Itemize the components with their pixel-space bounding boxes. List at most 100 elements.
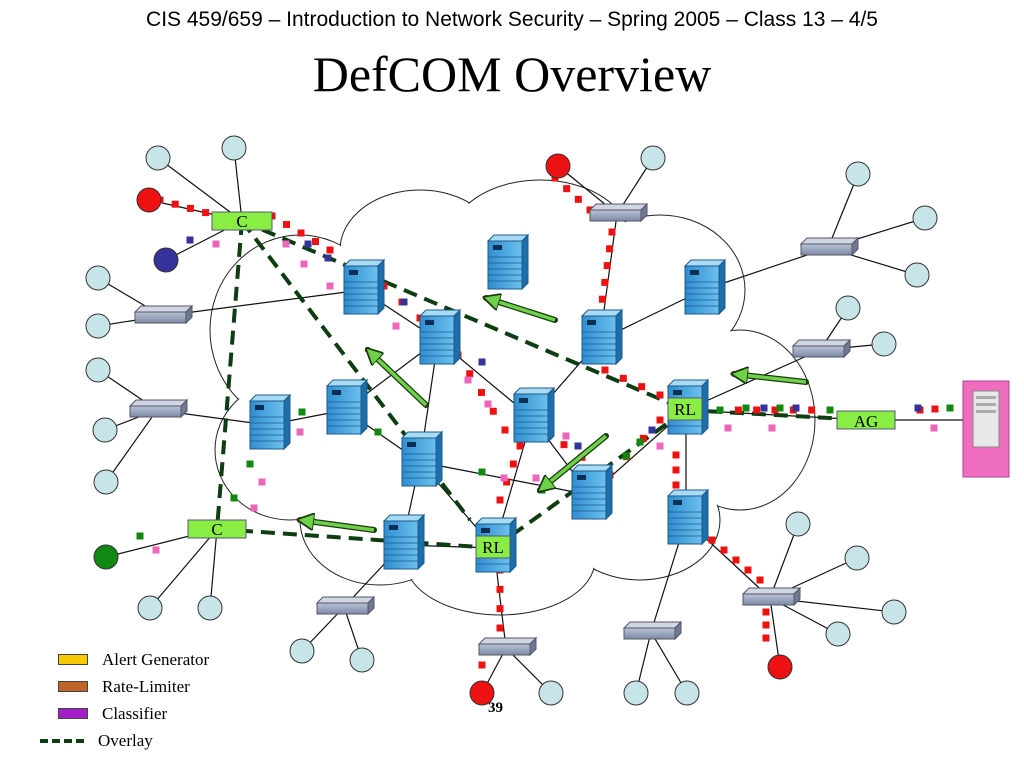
packet-marker [792,404,800,412]
packet-marker [716,406,724,414]
packet-marker [136,532,144,540]
host-icon [835,295,861,321]
router-icon [570,463,614,521]
packet-marker [808,406,816,414]
legend-dash-swatch [40,738,84,743]
packet-marker [186,236,194,244]
packet-marker [496,605,504,613]
packet-marker [656,391,664,399]
packet-marker [374,428,382,436]
legend-swatch [58,654,88,665]
packet-marker [768,424,776,432]
packet-marker [478,661,486,669]
packet-marker [326,246,334,254]
host-icon [623,680,649,706]
host-icon [85,313,111,339]
course-header: CIS 459/659 – Introduction to Network Se… [146,8,878,31]
switch-icon [791,338,852,359]
victim-server [962,380,1010,478]
packet-marker [484,400,492,408]
switches [128,202,860,657]
packet-marker [636,438,644,446]
host-icon [881,599,907,625]
attacker-host-icon [469,680,495,706]
packet-marker [250,504,258,512]
packet-marker [297,229,305,237]
host-icon [640,145,666,171]
packet-marker [202,209,210,217]
attacker-host-icon [767,654,793,680]
router-icon [666,488,710,546]
end-hosts [85,135,938,706]
packet-marker [603,262,611,270]
packet-marker [212,240,220,248]
packet-marker [622,452,630,460]
packet-marker [501,426,509,434]
switch-icon [128,398,189,419]
packet-marker [532,474,540,482]
packet-marker [771,406,779,414]
packet-marker [914,404,922,412]
packet-marker [562,432,570,440]
attacker-host-icon [545,153,571,179]
host-icon [904,262,930,288]
alert-generator-label: AG [854,412,879,431]
packet-marker [300,260,308,268]
overlay-link [215,220,244,530]
page-number: 39 [488,700,503,716]
packet-marker [732,556,740,564]
packet-marker [708,536,716,544]
network-link [105,409,158,483]
switch-icon [315,595,376,616]
packet-marker [946,404,954,412]
host-icon [538,680,564,706]
legend-item-classifier: Classifier [40,700,209,727]
packet-marker [656,416,664,424]
packet-marker [326,282,334,290]
marked-host-icon [153,247,179,273]
alert-arrow [540,433,609,490]
packet-marker [324,254,332,262]
switch-icon [799,236,860,257]
network-link [149,528,218,609]
legend-label: Rate-Limiter [102,677,190,696]
packet-marker [672,481,680,489]
packet-marker [400,298,408,306]
packet-marker [509,460,517,468]
legend: Alert Generator Rate-Limiter Classifier … [40,646,209,754]
packet-marker [282,240,290,248]
router-icon [342,258,386,316]
legend-label: Overlay [98,731,153,750]
alert-arrow [368,350,429,408]
host-icon [289,638,315,664]
packet-marker [246,460,254,468]
router-icon [580,308,624,366]
classifier-label: C [236,212,247,231]
host-icon [871,331,897,357]
router-icon [512,386,556,444]
legend-swatch [58,708,88,719]
packet-marker [496,496,504,504]
network-link [769,523,799,599]
packet-marker [762,634,770,642]
host-icon [221,135,247,161]
packet-marker [648,426,656,434]
router-icon [683,258,727,316]
packet-marker [464,376,472,384]
legend-swatch [58,681,88,692]
router-icon [400,430,444,488]
packet-marker [489,407,497,415]
host-icon [85,357,111,383]
legend-label: Classifier [102,704,168,723]
host-icon [349,647,375,673]
packet-marker [606,245,614,253]
host-icon [674,680,700,706]
legend-item-rate-limiter: Rate-Limiter [40,673,209,700]
packet-marker [500,474,508,482]
host-icon [825,621,851,647]
host-icon [93,469,119,495]
alert-arrows [300,298,809,533]
packet-marker [478,468,486,476]
packet-marker [304,240,312,248]
packet-marker [760,404,768,412]
